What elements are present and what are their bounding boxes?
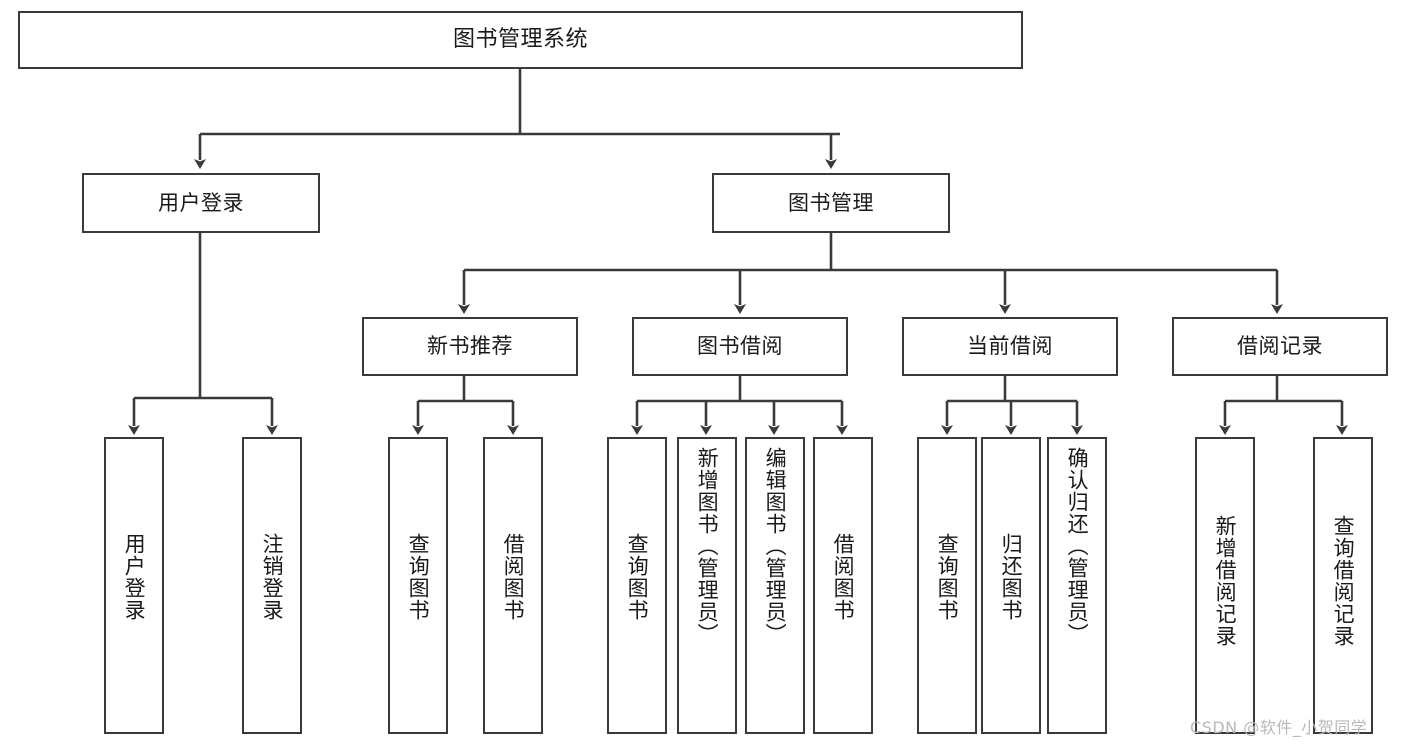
node-leaf-user-login[interactable]: 用户登录: [104, 437, 164, 734]
node-book-borrow-label: 图书借阅: [697, 334, 783, 359]
node-borrow-record-label: 借阅记录: [1237, 334, 1323, 359]
node-book-manage-label: 图书管理: [788, 190, 874, 215]
node-leaf-cur-confirm[interactable]: 确认归还（管理员）: [1047, 437, 1107, 734]
node-leaf-user-logout-label: 注销登录: [260, 533, 285, 621]
node-current-borrow-label: 当前借阅: [967, 334, 1053, 359]
node-leaf-rec-add-label: 新增借阅记录: [1213, 515, 1238, 647]
node-root[interactable]: 图书管理系统: [18, 11, 1023, 69]
node-leaf-rec-borrow-label: 借阅图书: [501, 533, 526, 621]
node-user-login-label: 用户登录: [158, 190, 244, 215]
node-leaf-cur-return[interactable]: 归还图书: [981, 437, 1041, 734]
node-leaf-cur-query-label: 查询图书: [935, 533, 960, 621]
node-leaf-user-logout[interactable]: 注销登录: [242, 437, 302, 734]
node-leaf-borrow-edit-label: 编辑图书（管理员）: [763, 447, 788, 645]
node-leaf-rec-query-label: 查询图书: [406, 533, 431, 621]
node-current-borrow[interactable]: 当前借阅: [902, 317, 1118, 376]
node-leaf-borrow-add-label: 新增图书（管理员）: [695, 447, 720, 645]
node-leaf-borrow-do[interactable]: 借阅图书: [813, 437, 873, 734]
node-leaf-borrow-query-label: 查询图书: [625, 533, 650, 621]
node-book-manage[interactable]: 图书管理: [712, 173, 950, 233]
node-leaf-rec-search[interactable]: 查询借阅记录: [1313, 437, 1373, 734]
node-leaf-rec-borrow[interactable]: 借阅图书: [483, 437, 543, 734]
node-user-login[interactable]: 用户登录: [82, 173, 320, 233]
node-leaf-borrow-add[interactable]: 新增图书（管理员）: [677, 437, 737, 734]
node-leaf-cur-return-label: 归还图书: [999, 533, 1024, 621]
node-leaf-rec-add[interactable]: 新增借阅记录: [1195, 437, 1255, 734]
node-leaf-cur-confirm-label: 确认归还（管理员）: [1065, 447, 1090, 645]
node-new-book-rec-label: 新书推荐: [427, 334, 513, 359]
node-leaf-borrow-do-label: 借阅图书: [831, 533, 856, 621]
node-leaf-user-login-label: 用户登录: [122, 533, 147, 621]
node-leaf-rec-search-label: 查询借阅记录: [1331, 515, 1356, 647]
node-leaf-borrow-query[interactable]: 查询图书: [607, 437, 667, 734]
csdn-watermark: CSDN @软件_小贺同学: [1190, 718, 1368, 737]
node-leaf-rec-query[interactable]: 查询图书: [388, 437, 448, 734]
node-new-book-rec[interactable]: 新书推荐: [362, 317, 578, 376]
node-leaf-cur-query[interactable]: 查询图书: [917, 437, 977, 734]
node-leaf-borrow-edit[interactable]: 编辑图书（管理员）: [745, 437, 805, 734]
node-root-label: 图书管理系统: [452, 27, 588, 53]
node-book-borrow[interactable]: 图书借阅: [632, 317, 848, 376]
node-borrow-record[interactable]: 借阅记录: [1172, 317, 1388, 376]
